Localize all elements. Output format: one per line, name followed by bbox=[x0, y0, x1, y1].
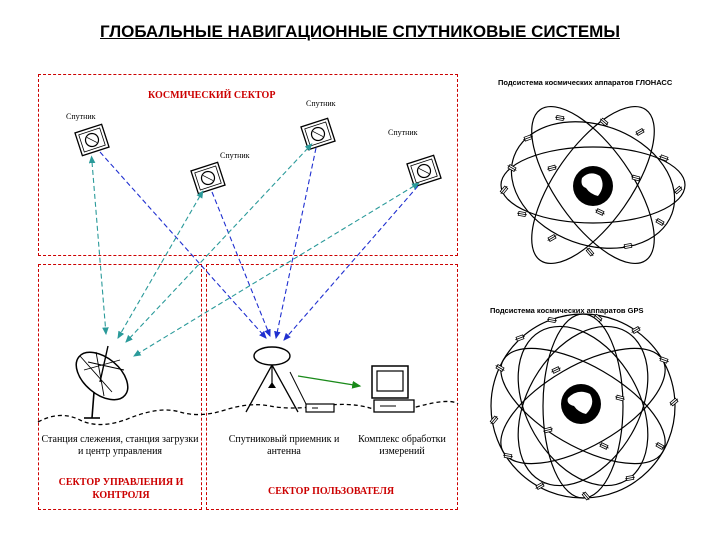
page-title: ГЛОБАЛЬНЫЕ НАВИГАЦИОННЫЕ СПУТНИКОВЫЕ СИС… bbox=[100, 22, 620, 41]
blue-signal-lines bbox=[99, 147, 419, 341]
ground-line bbox=[37, 400, 459, 426]
satellite-dish-icon bbox=[75, 345, 129, 419]
satellite-label-4: Спутник bbox=[388, 128, 418, 137]
gps-earth-icon bbox=[561, 384, 601, 424]
space-sector-label: КОСМИЧЕСКИЙ СЕКТОР bbox=[148, 90, 276, 101]
data-transfer-arrow bbox=[297, 375, 362, 389]
computer-icon bbox=[371, 365, 415, 413]
receiver-antenna-icon bbox=[245, 346, 335, 413]
satellite-label-1: Спутник bbox=[66, 112, 96, 121]
glonass-earth-icon bbox=[573, 166, 613, 206]
control-sector-label: СЕКТОР УПРАВЛЕНИЯ И КОНТРОЛЯ bbox=[58, 477, 184, 501]
satellite-2 bbox=[190, 161, 226, 195]
gps-label: Подсистема космических аппаратов GPS bbox=[490, 306, 644, 315]
glonass-orbits-diagram bbox=[500, 105, 686, 265]
satellite-label-2: Спутник bbox=[220, 151, 250, 160]
complex-caption: Комплекс обработки измерений bbox=[358, 434, 446, 457]
satellite-label-3: Спутник bbox=[306, 99, 336, 108]
satellite-4 bbox=[406, 154, 442, 188]
satellite-1 bbox=[74, 123, 110, 157]
user-sector-label: СЕКТОР ПОЛЬЗОВАТЕЛЯ bbox=[268, 486, 395, 497]
glonass-label: Подсистема космических аппаратов ГЛОНАСС bbox=[498, 78, 673, 87]
teal-control-lines bbox=[88, 143, 420, 357]
gps-orbits-diagram bbox=[490, 313, 676, 499]
station-caption: Станция слежения, станция загрузки и цен… bbox=[41, 434, 199, 457]
satellite-3 bbox=[300, 117, 336, 151]
receiver-caption: Спутниковый приемник и антенна bbox=[228, 434, 340, 457]
